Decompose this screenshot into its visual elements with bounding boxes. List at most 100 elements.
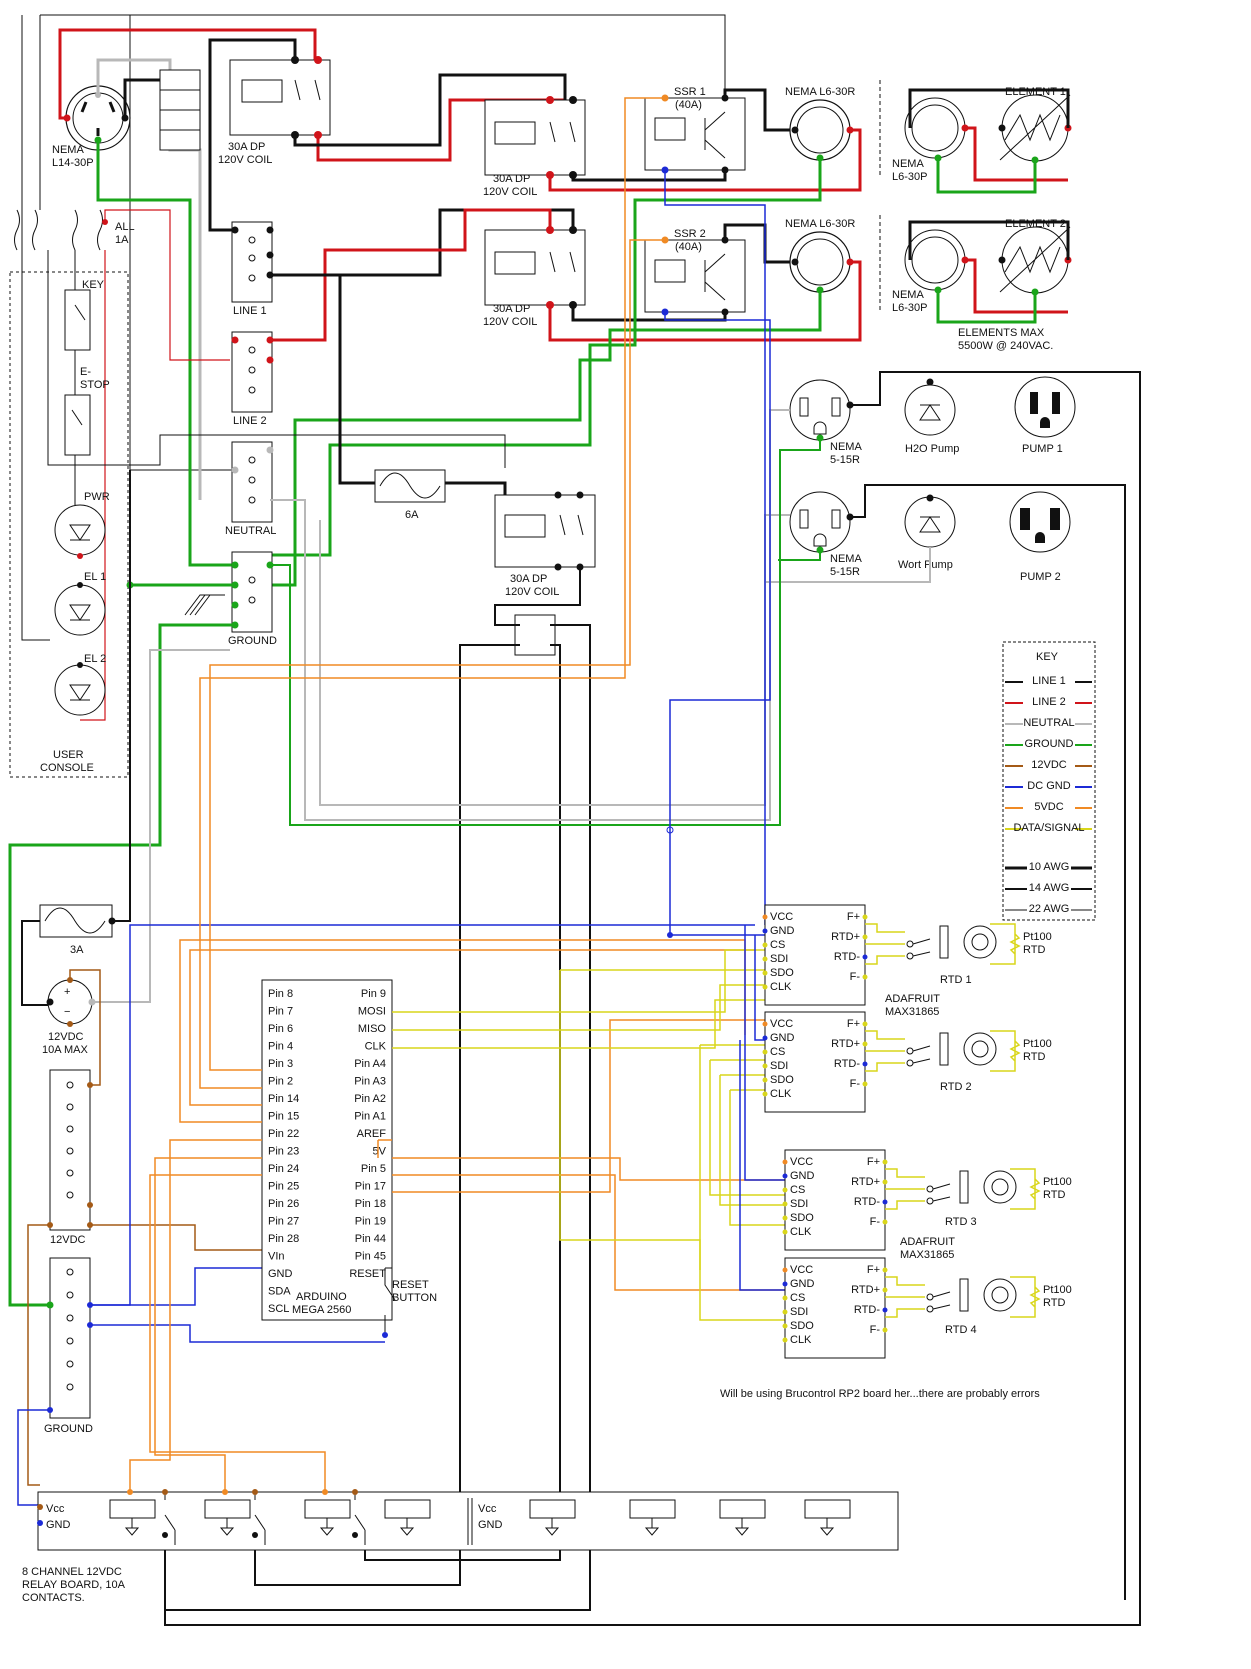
pt100-probe-inner xyxy=(991,1286,1009,1304)
max-pin-left: SDO xyxy=(770,1074,794,1086)
max-pin-dot xyxy=(762,942,768,948)
pt100-label: Pt100 xyxy=(1043,1284,1072,1296)
max-pin-right: F- xyxy=(870,1324,881,1336)
max-pin-dot xyxy=(782,1201,788,1207)
coil4-label-a: 30A DP xyxy=(510,573,547,585)
relay-output-dot xyxy=(352,1532,358,1538)
l630r-2-label: NEMA L6-30R xyxy=(785,218,855,230)
pump2-label: PUMP 2 xyxy=(1020,571,1061,583)
element-2 xyxy=(904,226,1072,296)
relay-coil xyxy=(384,1499,431,1519)
ssr-1 xyxy=(644,94,746,174)
max-pin-left: SDI xyxy=(790,1198,808,1210)
max-pin-dot xyxy=(782,1187,788,1193)
max-pin-dot xyxy=(862,974,868,980)
reset-label-a: RESET xyxy=(392,1279,429,1291)
arduino-pin-right: Pin 19 xyxy=(355,1216,386,1228)
max-pin-left: CLK xyxy=(770,981,792,993)
max-pin-left: SDI xyxy=(790,1306,808,1318)
user-console-label-b: CONSOLE xyxy=(40,762,94,774)
relay-gnd-label-2: GND xyxy=(478,1519,503,1531)
max-pin-right: RTD- xyxy=(854,1196,880,1208)
max-pin-dot xyxy=(882,1179,888,1185)
arduino-pin-right: CLK xyxy=(365,1041,387,1053)
wort-pump-label: Wort Pump xyxy=(898,559,953,571)
arduino-pin-left: Pin 23 xyxy=(268,1146,299,1158)
contactor-3 xyxy=(484,226,586,309)
arduino-pin-right: Pin 9 xyxy=(361,988,386,1000)
legend-gauge-label: 14 AWG xyxy=(1029,882,1070,894)
wort-pump xyxy=(904,494,956,548)
pt100-rtd-label: RTD xyxy=(1023,944,1045,956)
pt100-label: Pt100 xyxy=(1043,1176,1072,1188)
legend-title: KEY xyxy=(1036,651,1059,663)
legend-gauge-bg xyxy=(1027,860,1071,872)
bus-12vdc xyxy=(47,1069,93,1231)
max-pin-right: F- xyxy=(850,1078,861,1090)
coil2-label-b: 120V COIL xyxy=(483,186,537,198)
max31865-4 xyxy=(784,1257,886,1359)
arduino-mega: ARDUINO MEGA 2560 xyxy=(261,979,393,1321)
nema-5-15r-1 xyxy=(789,379,854,442)
max-pin-left: SDO xyxy=(790,1212,814,1224)
max-pin-left: SDO xyxy=(770,967,794,979)
relay-ground-symbol xyxy=(544,1518,560,1536)
rtd-pin xyxy=(926,1305,934,1313)
rtd-plug-lines xyxy=(932,1291,951,1310)
arduino-pin-right: MISO xyxy=(358,1023,387,1035)
elements-max-label-b: 5500W @ 240VAC. xyxy=(958,340,1053,352)
max31865-1 xyxy=(764,904,866,1006)
pwr-label: PWR xyxy=(84,491,110,503)
ground-bus xyxy=(231,551,274,633)
max-pin-dot xyxy=(882,1159,888,1165)
arduino-pin-left: Pin 8 xyxy=(268,988,293,1000)
max-pin-right: RTD- xyxy=(834,951,860,963)
arduino-pin-left: Pin 26 xyxy=(268,1198,299,1210)
relay-common-dot xyxy=(352,1489,358,1495)
max-pin-dot xyxy=(882,1219,888,1225)
rtd-wires xyxy=(865,1030,905,1072)
max-pin-right: F+ xyxy=(867,1156,880,1168)
max-pin-dot xyxy=(782,1229,788,1235)
max-pin-right: RTD- xyxy=(854,1304,880,1316)
max-pin-dot xyxy=(762,1091,768,1097)
rtd-pin xyxy=(926,1185,934,1193)
coil3-label-a: 30A DP xyxy=(493,303,530,315)
relay-coil xyxy=(529,1499,576,1519)
arduino-pin-right: Pin 44 xyxy=(355,1233,386,1245)
el1-lamp xyxy=(54,582,106,636)
max-pin-right: F- xyxy=(850,971,861,983)
max-pin-right: F+ xyxy=(847,1018,860,1030)
rtd-wires xyxy=(865,923,905,965)
arduino-pin-left: Pin 28 xyxy=(268,1233,299,1245)
all-1a-label-b: 1A xyxy=(115,234,129,246)
arduino-pin-right: Pin 5 xyxy=(361,1163,386,1175)
l630p-2-label-b: L6-30P xyxy=(892,302,927,314)
rtd3-label: RTD 3 xyxy=(945,1216,977,1228)
element1-label: ELEMENT 1 xyxy=(1005,86,1066,98)
fuse-3a xyxy=(39,904,113,938)
ground-label: GROUND xyxy=(228,635,277,647)
element-1 xyxy=(904,94,1072,164)
max-pin-left: GND xyxy=(790,1278,815,1290)
reset-label-b: BUTTON xyxy=(392,1292,437,1304)
max-pin-left: VCC xyxy=(770,911,793,923)
relay-board: Vcc GND Vcc GND xyxy=(37,1491,899,1551)
relay-output-dot xyxy=(252,1532,258,1538)
max31865-3 xyxy=(784,1149,886,1251)
relay-vcc-label: Vcc xyxy=(46,1503,65,1515)
relay-coil xyxy=(204,1499,251,1519)
rtd2-label: RTD 2 xyxy=(940,1081,972,1093)
l630r-1-label: NEMA L6-30R xyxy=(785,86,855,98)
line2-bus xyxy=(231,331,274,413)
max-pin-left: CLK xyxy=(770,1088,792,1100)
relay-coil xyxy=(109,1499,156,1519)
max-pin-left: VCC xyxy=(790,1156,813,1168)
legend-gauge-bg xyxy=(1027,902,1071,914)
max-pin-right: F+ xyxy=(847,911,860,923)
adafruit-1-label-a: ADAFRUIT xyxy=(885,993,940,1005)
key-switch xyxy=(64,289,91,351)
relay-coil xyxy=(304,1499,351,1519)
